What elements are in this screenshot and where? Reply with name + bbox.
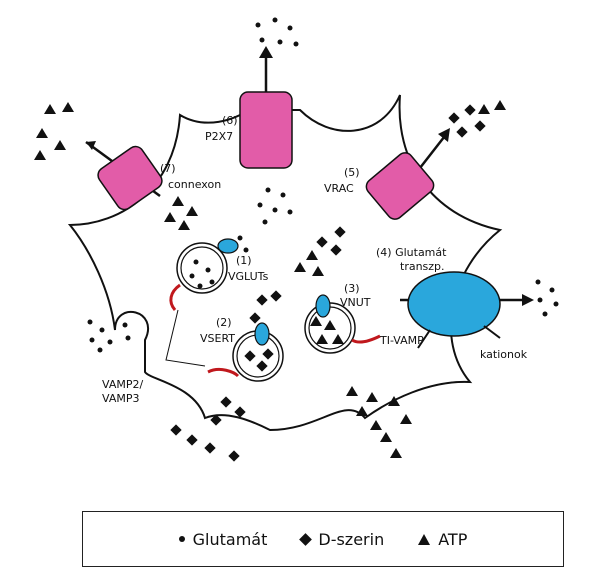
vsert-label: VSERT [200,332,235,345]
vsert-vesicle [207,322,284,382]
glutamate-transporter-label-2: transzp. [400,260,445,273]
vnut-number: (3) [344,282,360,295]
legend-label-d-serine: D-szerin [318,529,385,549]
vamp-label-2: VAMP3 [102,392,139,405]
ti-vamp-label: TI-VAMP [379,334,424,347]
glutamate-transporter [400,271,534,349]
vgluts-label: VGLUTs [228,270,269,283]
atp-molecules [34,100,506,458]
legend-label-glutamate: Glutamát [192,529,268,549]
legend-box: Glutamát D-szerin ATP [82,511,564,567]
vgluts-number: (1) [236,254,252,267]
legend-label-atp: ATP [438,529,468,549]
p2x7-label: P2X7 [205,130,233,143]
connexon-channel [85,140,163,211]
kationok-label: kationok [480,348,528,361]
triangle-icon [418,533,431,545]
glutamate-molecules [87,17,559,353]
connexon-label: connexon [168,178,221,191]
vsert-number: (2) [216,316,232,329]
dot-icon [178,536,185,542]
vrac-channel [365,128,450,220]
vnut-label: VNUT [340,296,371,309]
p2x7-number: (6) [222,114,238,127]
p2x7-channel [239,46,293,169]
vrac-number: (5) [344,166,360,179]
legend-item-d-serine: D-szerin [299,529,385,549]
connexon-number: (7) [160,162,176,175]
vrac-label: VRAC [324,182,354,195]
vamp-label-1: VAMP2/ [102,378,143,391]
vamp-connector [165,309,206,367]
legend-item-glutamate: Glutamát [178,529,268,549]
vglut-vesicle [169,238,239,311]
legend-item-atp: ATP [418,530,467,549]
glutamate-transporter-label-1: (4) Glutamát [376,246,447,259]
diamond-icon [299,532,313,546]
